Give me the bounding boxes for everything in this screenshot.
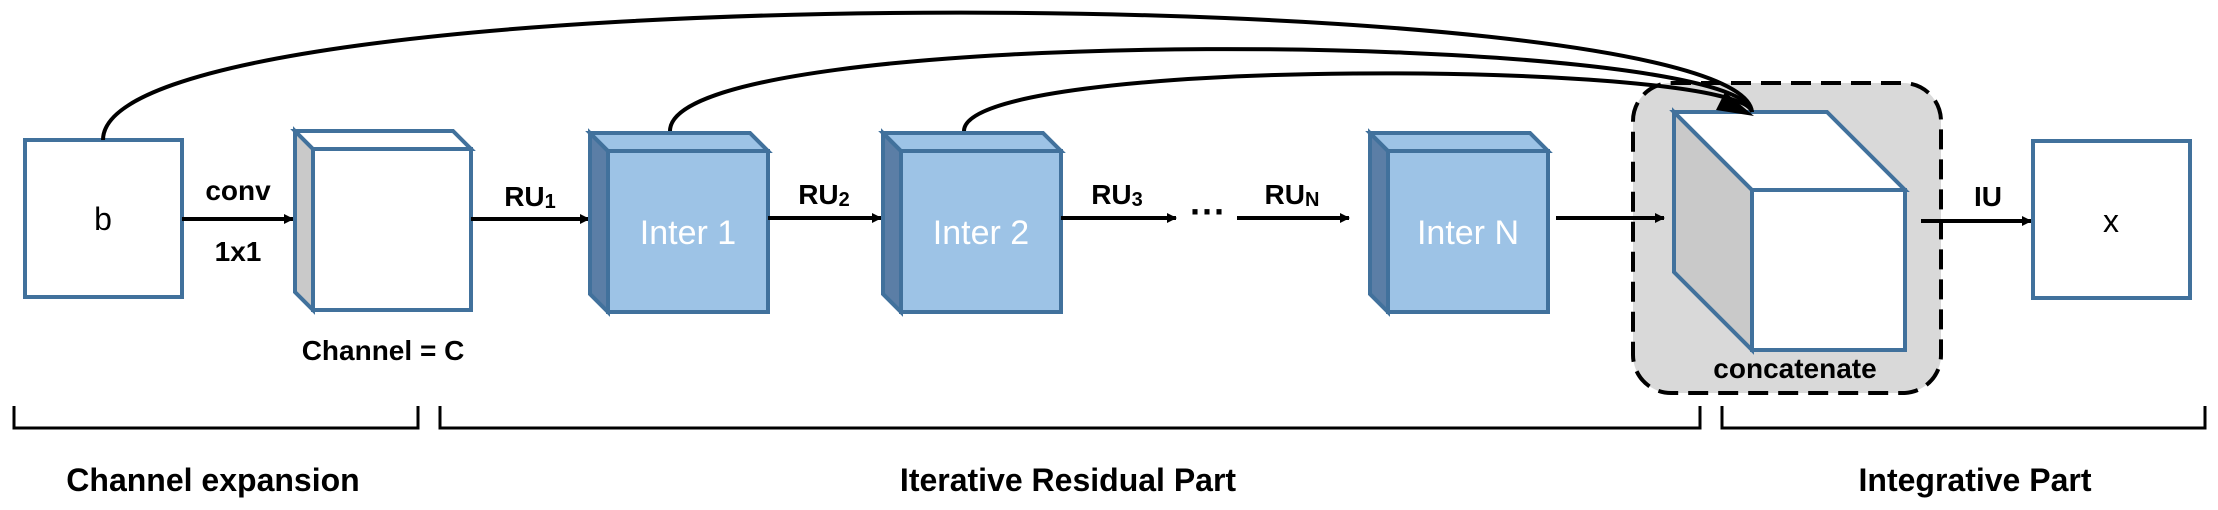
ellipsis: ··· [1190,191,1226,232]
interN-cube [1365,128,1553,317]
skip-arc-inter1 [668,47,1754,132]
skip-arc-input [101,10,1754,141]
output-box [2031,139,2192,300]
section-iterative-residual: Iterative Residual Part [900,462,1236,498]
concat-label: concatenate [1713,353,1876,384]
ru2-label: RU2 [798,179,850,211]
bracket-channel-expansion [12,406,420,430]
section-channel-expansion: Channel expansion [66,462,359,498]
concat-cube [1669,107,1910,355]
inter1-label: Inter 1 [640,214,736,252]
run-label: RUN [1265,179,1320,211]
conv-label: conv [205,175,271,206]
bracket-integrative [1720,406,2207,430]
channel-cube [290,126,476,315]
interN-label: Inter N [1417,214,1519,252]
inter2-label: Inter 2 [933,214,1029,252]
skip-arc-inter2 [962,71,1754,132]
ru3-label: RU3 [1091,179,1143,211]
bracket-iterative-residual [438,406,1702,430]
iu-label: IU [1974,181,2002,212]
ru1-label: RU1 [504,181,556,213]
skip-arrowhead [1716,92,1754,116]
conv-kernel-label: 1x1 [215,236,262,267]
input-label: b [94,201,112,237]
channel-label: Channel = C [302,335,465,366]
inter2-cube [878,128,1066,317]
inter1-cube [585,128,773,317]
output-label: x [2103,203,2119,239]
section-integrative: Integrative Part [1859,462,2092,498]
